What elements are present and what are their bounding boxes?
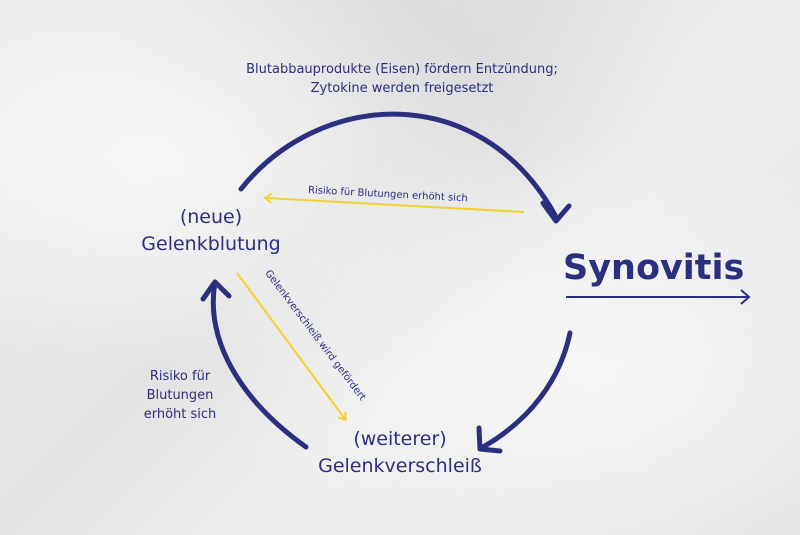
arc-arrowhead-bleeding: [200, 279, 232, 302]
edge-left-line2: Blutungen: [146, 388, 214, 403]
node-bleeding-line1: (neue): [179, 206, 243, 228]
arc-wear-to-bleeding: [210, 279, 309, 450]
node-bleeding: (neue) Gelenkblutung: [121, 204, 301, 258]
arc-arrowhead-synovitis: [540, 200, 572, 224]
edge-top-line2: Zytokine werden freigesetzt: [310, 81, 494, 96]
node-synovitis: Synovitis: [563, 248, 745, 288]
edge-top-line1: Blutabbauprodukte (Eisen) fördern Entzün…: [246, 62, 558, 77]
arc-synovitis-to-wear: [480, 330, 573, 450]
edge-left-line3: erhöht sich: [143, 407, 217, 422]
node-bleeding-line2: Gelenkblutung: [141, 233, 281, 255]
arc-arrowhead-wear: [476, 425, 503, 454]
synovitis-arrowhead: [740, 289, 751, 305]
yellow-arrow-to-wear: [236, 272, 345, 419]
edge-top-label: Blutabbauprodukte (Eisen) fördern Entzün…: [202, 60, 602, 98]
edge-left-line1: Risiko für: [149, 369, 211, 384]
arc-bleeding-to-synovitis: [238, 111, 558, 218]
node-wear-line2: Gelenkverschleiß: [318, 455, 482, 477]
edge-left-label: Risiko für Blutungen erhöht sich: [125, 367, 235, 424]
node-wear: (weiterer) Gelenkverschleiß: [290, 426, 510, 480]
yellow-arrow-to-bleeding: [266, 198, 525, 213]
node-wear-line1: (weiterer): [353, 428, 447, 450]
